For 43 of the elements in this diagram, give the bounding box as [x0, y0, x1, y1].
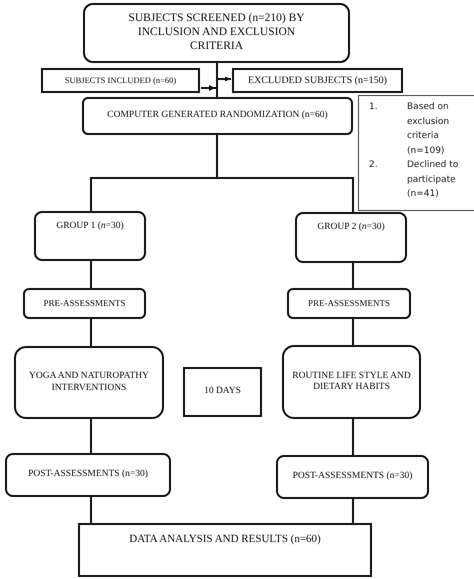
- process-box: [295, 212, 407, 263]
- process-box: [276, 455, 429, 499]
- process-box: [83, 3, 350, 63]
- arrow: [216, 63, 231, 82]
- box-label: DATA ANALYSIS AND RESULTS (n=60): [129, 533, 321, 546]
- note-text: Based on exclusion criteria (n=109): [407, 101, 450, 158]
- box-label: YOGA AND NATUROPATHY INTERVENTIONS: [28, 371, 150, 394]
- process-box: [5, 453, 171, 497]
- box-label: EXCLUDED SUBJECTS (n=150): [248, 74, 387, 86]
- list-number: 2.: [369, 159, 379, 172]
- box-label: SUBJECTS SCREENED (n=210) BY INCLUSION AND EXCLUSION CRITERIA: [127, 12, 306, 54]
- note-text: Declined to participate (n=41): [407, 159, 460, 201]
- box-label: COMPUTER GENERATED RANDOMIZATION (n=60): [107, 110, 328, 122]
- connector-line: [352, 263, 354, 288]
- rect-box: [232, 68, 403, 93]
- connector-line: [352, 319, 354, 345]
- rect-box: [78, 523, 372, 577]
- process-box: [34, 211, 146, 261]
- list-number: 1.: [369, 101, 379, 114]
- connector-line: [90, 419, 92, 453]
- box-label: GROUP 1 (n=30): [56, 221, 124, 232]
- connector-line: [352, 419, 354, 455]
- process-box: [82, 97, 353, 135]
- box-label: PRE-ASSESSMENTS: [43, 298, 126, 309]
- connector-line: [216, 135, 354, 212]
- box-label: GROUP 2 (n=30): [317, 222, 385, 234]
- connector-line: [90, 319, 92, 346]
- connector-line: [90, 261, 92, 288]
- process-box: [23, 288, 146, 319]
- process-box: [287, 288, 411, 319]
- box-label: PRE-ASSESSMENTS: [308, 298, 390, 309]
- rect-box: [41, 68, 200, 93]
- box-label: POST-ASSESSMENTS (n=30): [28, 469, 148, 481]
- rect-box: [183, 367, 262, 417]
- note-box: [358, 95, 474, 211]
- connector-line: [352, 499, 354, 523]
- box-label: 10 DAYS: [204, 386, 241, 398]
- box-label: POST-ASSESSMENTS (n=30): [292, 471, 412, 483]
- process-box: [14, 346, 164, 419]
- process-box: [282, 345, 421, 419]
- box-label: ROUTINE LIFE STYLE AND DIETARY HABITS: [291, 370, 412, 394]
- box-label: SUBJECTS INCLUDED (n=60): [64, 75, 176, 86]
- connector-line: [90, 497, 92, 523]
